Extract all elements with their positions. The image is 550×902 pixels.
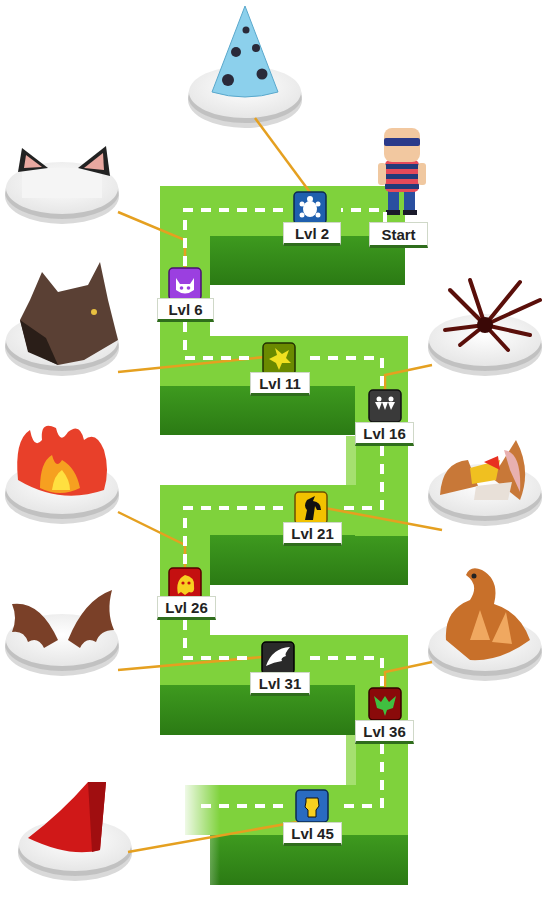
level-node: Lvl 6 bbox=[157, 268, 214, 322]
level-label: Lvl 21 bbox=[283, 522, 342, 546]
dashed-path bbox=[185, 508, 283, 568]
leader-lines bbox=[118, 118, 442, 852]
level-node: Lvl 2 bbox=[283, 192, 341, 246]
level-node: Lvl 36 bbox=[355, 688, 414, 744]
red-cape bbox=[28, 782, 106, 852]
level-node: Lvl 21 bbox=[283, 492, 342, 546]
dashed-path bbox=[342, 446, 382, 508]
dashed-path bbox=[310, 358, 382, 390]
level-node: Lvl 31 bbox=[250, 642, 310, 696]
level-label: Lvl 31 bbox=[250, 672, 310, 696]
track bbox=[160, 186, 408, 890]
cat-ears bbox=[18, 146, 110, 198]
level-label: Lvl 2 bbox=[283, 222, 341, 246]
level-icon bbox=[369, 688, 401, 720]
level-icon bbox=[294, 192, 326, 224]
level-label: Lvl 36 bbox=[355, 720, 414, 744]
level-text: Lvl 36 bbox=[363, 724, 406, 739]
level-label: Lvl 26 bbox=[157, 596, 216, 620]
dashed-path bbox=[185, 322, 250, 358]
party-hat bbox=[212, 6, 278, 97]
dashed-path bbox=[185, 210, 283, 268]
player-character bbox=[378, 128, 426, 215]
dashed-path bbox=[341, 210, 385, 222]
level-label: Lvl 6 bbox=[157, 298, 214, 322]
level-icon bbox=[296, 790, 328, 822]
dashed-path bbox=[185, 620, 250, 658]
level-text: Lvl 21 bbox=[291, 526, 334, 541]
wolf-head bbox=[20, 262, 118, 365]
level-icon bbox=[169, 268, 201, 300]
level-icon bbox=[263, 343, 295, 375]
bat-wings bbox=[12, 590, 114, 648]
level-node: Lvl 16 bbox=[355, 390, 414, 446]
level-icon bbox=[369, 390, 401, 422]
dragon-pet bbox=[446, 568, 530, 660]
level-icon bbox=[295, 492, 327, 524]
level-text: Lvl 16 bbox=[363, 426, 406, 441]
level-label: Lvl 45 bbox=[283, 822, 342, 846]
spider-legs bbox=[445, 280, 540, 350]
level-node: Lvl 11 bbox=[250, 343, 310, 396]
level-text: Start bbox=[381, 227, 415, 242]
level-node: Lvl 26 bbox=[157, 568, 216, 620]
level-text: Lvl 45 bbox=[291, 826, 334, 841]
pedestal bbox=[428, 314, 542, 376]
level-label: Lvl 16 bbox=[355, 422, 414, 446]
level-text: Lvl 31 bbox=[259, 676, 302, 691]
level-node: Lvl 45 bbox=[283, 790, 342, 846]
level-text: Lvl 6 bbox=[168, 302, 202, 317]
level-icon bbox=[262, 642, 294, 674]
level-label: Lvl 11 bbox=[250, 372, 310, 396]
fire bbox=[17, 426, 107, 496]
level-node: Start bbox=[369, 222, 428, 248]
level-text: Lvl 11 bbox=[259, 376, 301, 391]
level-text: Lvl 2 bbox=[295, 226, 329, 241]
dashed-path bbox=[310, 658, 382, 688]
dashed-path bbox=[342, 744, 382, 806]
level-text: Lvl 26 bbox=[165, 600, 208, 615]
level-label: Start bbox=[369, 222, 428, 248]
unicorn-horn bbox=[440, 440, 525, 500]
